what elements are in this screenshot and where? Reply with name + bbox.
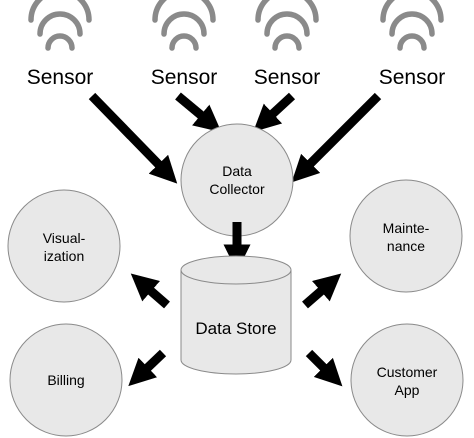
customer-app-node: Customer App <box>350 323 464 437</box>
sensor-3: Sensor <box>254 0 321 89</box>
data-collector-node: Data Collector <box>180 123 294 237</box>
sensor-4: Sensor <box>379 0 446 89</box>
wireless-signal-icon <box>380 0 444 51</box>
data-store-label: Data Store <box>195 319 276 338</box>
maintenance-label-line1: Mainte- <box>383 220 430 236</box>
collector-label-line1: Data <box>222 163 252 179</box>
wireless-signal-icon <box>28 0 92 51</box>
wireless-signal-icon <box>152 0 216 51</box>
sensor-label: Sensor <box>151 66 218 89</box>
data-store-node: Data Store <box>180 255 292 375</box>
sensor-2: Sensor <box>151 0 218 89</box>
sensor-4-to-collector-arrow <box>291 92 382 183</box>
store-to-visualization-arrow <box>130 273 170 309</box>
store-to-customer-app-arrow <box>305 349 343 387</box>
visualization-label-line2: ization <box>44 248 84 264</box>
visualization-label-line1: Visual- <box>43 230 86 246</box>
sensor-1-to-collector-arrow <box>88 92 178 184</box>
maintenance-node: Mainte- nance <box>349 179 463 293</box>
store-to-billing-arrow <box>128 349 167 387</box>
sensor-1: Sensor <box>27 0 94 89</box>
wireless-signal-icon <box>255 0 319 51</box>
customer-app-label-line1: Customer <box>377 364 438 380</box>
sensor-label: Sensor <box>254 66 321 89</box>
visualization-node: Visual- ization <box>7 189 121 303</box>
collector-label-line2: Collector <box>209 181 265 197</box>
sensor-2-to-collector-arrow <box>175 92 222 133</box>
store-to-maintenance-arrow <box>302 273 342 309</box>
billing-label: Billing <box>47 372 84 388</box>
sensor-3-to-collector-arrow <box>253 92 296 132</box>
maintenance-label-line2: nance <box>387 238 425 254</box>
billing-node: Billing <box>9 323 123 437</box>
customer-app-label-line2: App <box>395 382 420 398</box>
sensor-label: Sensor <box>27 66 94 89</box>
sensor-label: Sensor <box>379 66 446 89</box>
